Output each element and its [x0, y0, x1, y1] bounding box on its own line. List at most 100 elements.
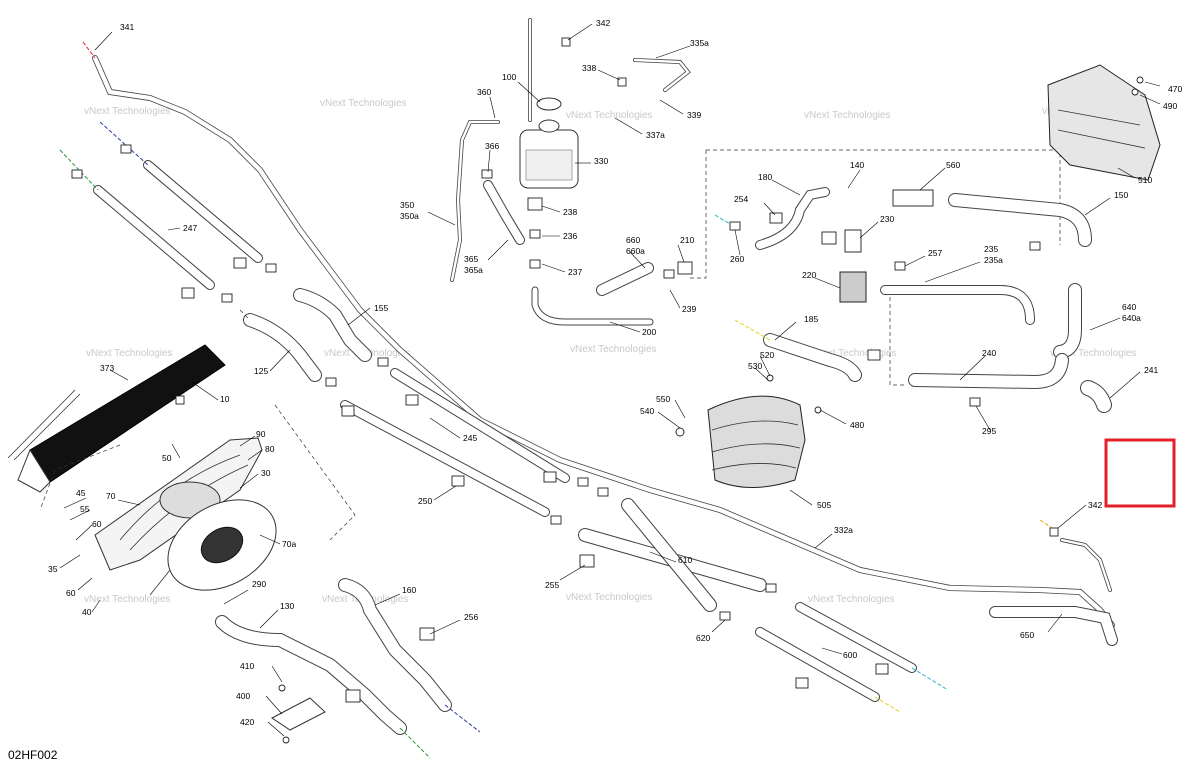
callout-180: 180 [758, 172, 772, 182]
callout-560: 560 [946, 160, 960, 170]
callout-40: 40 [82, 607, 92, 617]
callout-236: 236 [563, 231, 577, 241]
callout-510: 510 [1138, 175, 1152, 185]
callout-290: 290 [252, 579, 266, 589]
callout-341: 341 [120, 22, 134, 32]
diagram-code: 02HF002 [8, 748, 58, 762]
callout-60: 60 [66, 588, 76, 598]
callout-650: 650 [1020, 630, 1034, 640]
callout-373: 373 [100, 363, 114, 373]
callout-339: 339 [687, 110, 701, 120]
callout-335a: 335a [690, 38, 709, 48]
callout-470: 470 [1168, 84, 1182, 94]
callout-210: 210 [680, 235, 694, 245]
callout-35: 35 [48, 564, 58, 574]
callout-260: 260 [730, 254, 744, 264]
callout-540: 540 [640, 406, 654, 416]
callout-257: 257 [928, 248, 942, 258]
tank-hoses [481, 18, 691, 326]
radiator [7, 344, 226, 493]
callout-247: 247 [183, 223, 197, 233]
overflow-hose-350 [450, 120, 500, 282]
watermark: vNext Technologies [84, 594, 171, 605]
callout-295: 295 [982, 426, 996, 436]
callout-70: 70 [106, 491, 116, 501]
callout-150: 150 [1114, 190, 1128, 200]
callout-130: 130 [280, 601, 294, 611]
callout-550: 550 [656, 394, 670, 404]
callout-200: 200 [642, 327, 656, 337]
callout-337a: 337a [646, 130, 665, 140]
hose-660 [596, 261, 693, 296]
callout-100: 100 [502, 72, 516, 82]
tube-245 [325, 357, 609, 525]
watermark: vNext Technologies [566, 592, 653, 603]
callout-230: 230 [880, 214, 894, 224]
callout-360: 360 [477, 87, 491, 97]
callout-185: 185 [804, 314, 818, 324]
callout-490: 490 [1163, 101, 1177, 111]
part-labels: 341 342 335a 338 339 337a 100 360 330 36… [48, 18, 1182, 727]
tube-610 [578, 498, 777, 621]
thermostat-area [690, 149, 1112, 413]
callout-520: 520 [760, 350, 774, 360]
thermostat-housing [675, 374, 822, 488]
callout-342: 342 [596, 18, 610, 28]
hose-160 [338, 578, 481, 733]
callout-237: 237 [568, 267, 582, 277]
callout-220: 220 [802, 270, 816, 280]
callout-350: 350 [400, 200, 414, 210]
callout-254: 254 [734, 194, 748, 204]
top-right-housing [1047, 64, 1161, 181]
callout-330: 330 [594, 156, 608, 166]
callout-250: 250 [418, 496, 432, 506]
watermark: vNext Technologies [570, 344, 657, 355]
callout-125: 125 [254, 366, 268, 376]
tube-600 [755, 602, 949, 713]
callout-365: 365 [464, 254, 478, 264]
leader-lines [59, 23, 1161, 737]
callout-256: 256 [464, 612, 478, 622]
callout-332a: 332a [834, 525, 853, 535]
callout-235a: 235a [984, 255, 1003, 265]
callout-60: 60 [92, 519, 102, 529]
callout-155: 155 [374, 303, 388, 313]
watermark: vNext Technologies [320, 98, 407, 109]
callout-342: 342 [1088, 500, 1102, 510]
callout-410: 410 [240, 661, 254, 671]
callout-55: 55 [80, 504, 90, 514]
watermark: vNext Technologies [1050, 348, 1137, 359]
callout-50: 50 [162, 453, 172, 463]
callout-505: 505 [817, 500, 831, 510]
tube-247 [59, 121, 277, 303]
callout-640a: 640a [1122, 313, 1141, 323]
watermark: vNext Technologies [810, 348, 897, 359]
watermark: vNext Technologies [86, 348, 173, 359]
callout-338: 338 [582, 63, 596, 73]
fan [149, 499, 277, 596]
callout-600: 600 [843, 650, 857, 660]
expansion-tank [519, 97, 579, 189]
callout-235: 235 [984, 244, 998, 254]
callout-30: 30 [261, 468, 271, 478]
hose-130 [215, 615, 431, 759]
callout-610: 610 [678, 555, 692, 565]
callout-239: 239 [682, 304, 696, 314]
bracket [271, 684, 326, 744]
callout-480: 480 [850, 420, 864, 430]
callout-420: 420 [240, 717, 254, 727]
callout-70a: 70a [282, 539, 296, 549]
callout-238: 238 [563, 207, 577, 217]
hose-155 [239, 288, 372, 382]
callout-350a: 350a [400, 211, 419, 221]
callout-140: 140 [850, 160, 864, 170]
callout-660a: 660a [626, 246, 645, 256]
callout-245: 245 [463, 433, 477, 443]
callout-45: 45 [76, 488, 86, 498]
callout-240: 240 [982, 348, 996, 358]
callout-640: 640 [1122, 302, 1136, 312]
callout-90: 90 [256, 429, 266, 439]
callout-620: 620 [696, 633, 710, 643]
callout-160: 160 [402, 585, 416, 595]
hose-650 [989, 519, 1118, 646]
